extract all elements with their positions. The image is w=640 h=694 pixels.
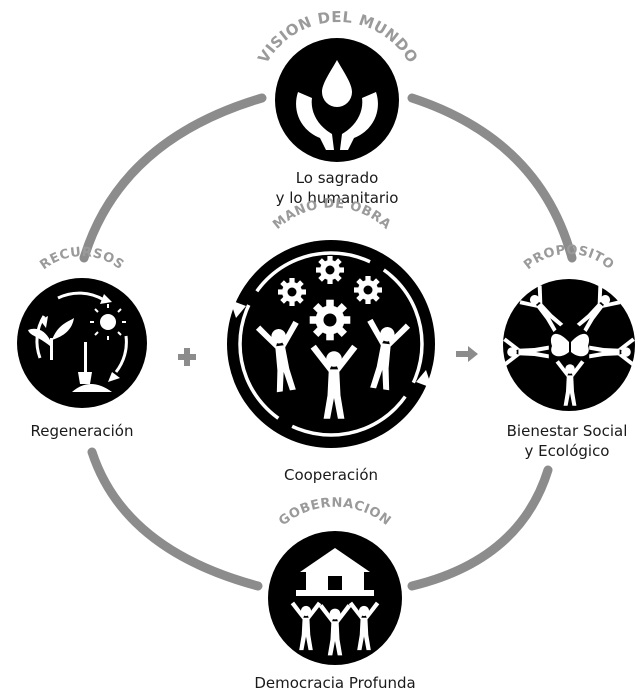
gobernacion-title: GOBERNACION (276, 496, 394, 529)
vision-caption-line1: Lo sagrado (295, 169, 379, 187)
recursos-caption: Regeneración (30, 422, 134, 440)
hands-water-drop-icon (296, 60, 378, 150)
node-mano-de-obra: MANO DE OBRA (227, 196, 435, 448)
arrow-right-icon (456, 346, 478, 362)
mano-de-obra-caption: Cooperación (283, 466, 379, 484)
proposito-caption-line2: y Ecológico (524, 442, 610, 460)
node-vision-del-mundo: VISION DEL MUNDO (254, 8, 421, 162)
node-recursos: RECURSOS (17, 245, 147, 408)
gobernacion-caption: Democracia Profunda (254, 674, 416, 692)
connecting-ring (79, 93, 577, 591)
recursos-title: RECURSOS (37, 245, 126, 273)
people-butterfly-icon (503, 283, 635, 406)
people-gears-cycle-icon (230, 256, 432, 419)
plus-icon (178, 348, 196, 366)
proposito-caption-line1: Bienestar Social (506, 422, 628, 440)
node-proposito: PROPOSITO (503, 243, 635, 411)
vision-caption-line2: y lo humanitario (275, 189, 399, 207)
node-gobernacion: GOBERNACION (268, 496, 402, 665)
people-holding-house-icon (290, 548, 380, 656)
